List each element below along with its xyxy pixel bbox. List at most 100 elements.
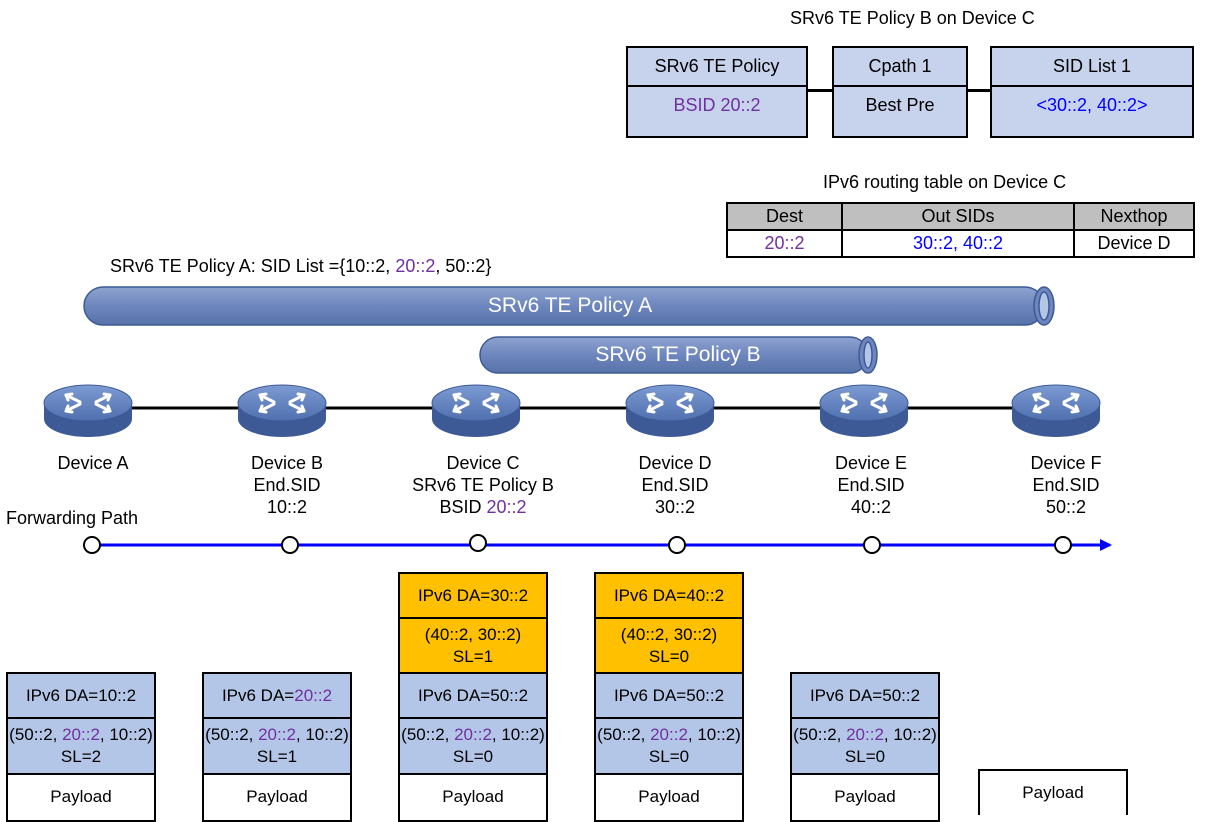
sid-list: (50::2, 20::2, 10::2) <box>596 724 742 746</box>
sid-part: , 10::2) <box>687 725 741 744</box>
device-c-label: Device C SRv6 TE Policy B BSID 20::2 <box>393 452 573 518</box>
packet-b-to-c: IPv6 DA=20::2 (50::2, 20::2, 10::2) SL=1… <box>202 672 352 822</box>
payload: Payload <box>8 775 154 820</box>
sidlist-box-header: SID List 1 <box>992 48 1192 87</box>
da-prefix: IPv6 DA= <box>417 686 491 705</box>
policy-b-tunnel-label: SRv6 TE Policy B <box>595 343 761 366</box>
outer-srh: (40::2, 30::2) SL=1 <box>400 619 546 675</box>
da-value: 10::2 <box>98 686 137 705</box>
sid-list: (50::2, 20::2, 10::2) <box>204 724 350 746</box>
policy-b-panel-title: SRv6 TE Policy B on Device C <box>790 8 1035 28</box>
sid-part: , 10::2) <box>883 725 937 744</box>
packet-srh: (50::2, 20::2, 10::2) SL=0 <box>596 719 742 775</box>
path-node-b <box>281 536 299 554</box>
policy-b-sidlist-box: SID List 1 <30::2, 40::2> <box>990 46 1194 138</box>
outer-sl: SL=0 <box>648 647 690 666</box>
device-f-name: Device F <box>1030 453 1102 473</box>
routing-table-dest: 20::2 <box>726 229 843 258</box>
device-d-sid: 30::2 <box>654 497 696 517</box>
segments-left: SL=0 <box>452 747 494 766</box>
da-prefix: IPv6 DA= <box>221 686 295 705</box>
routing-table-header-row: Dest Out SIDs Nexthop <box>726 202 1195 231</box>
device-c-role: SRv6 TE Policy B <box>412 475 554 495</box>
outer-sid-list: (40::2, 30::2) <box>424 625 522 644</box>
packet-da: IPv6 DA=50::2 <box>792 674 938 719</box>
device-c-router-icon <box>430 383 522 439</box>
payload: Payload <box>596 775 742 820</box>
routing-table-nexthop: Device D <box>1073 229 1195 258</box>
policy-box-header: SRv6 TE Policy <box>628 48 806 87</box>
segments-left: SL=2 <box>60 747 102 766</box>
packet-c-to-d-inner: IPv6 DA=50::2 (50::2, 20::2, 10::2) SL=0… <box>398 672 548 822</box>
device-d-router-icon <box>624 383 716 439</box>
cpath-box-preference: Best Pre <box>865 95 935 115</box>
sid-list: (50::2, 20::2, 10::2) <box>792 724 938 746</box>
sid-bsid: 20::2 <box>62 725 100 744</box>
da-prefix: IPv6 DA= <box>809 686 883 705</box>
device-c-bsid-prefix: BSID <box>439 497 487 517</box>
device-f-sid: 50::2 <box>1045 497 1087 517</box>
sid-part: (50::2, <box>401 725 455 744</box>
caption-suffix: , 50::2} <box>435 256 492 276</box>
policy-b-cpath-box: Cpath 1 Best Pre <box>832 46 968 138</box>
packet-at-f: Payload <box>978 769 1128 816</box>
sid-bsid: 20::2 <box>846 725 884 744</box>
payload: Payload <box>980 771 1126 816</box>
outer-sid-list: (40::2, 30::2) <box>620 625 718 644</box>
routing-table-row: 20::2 30::2, 40::2 Device D <box>726 229 1195 258</box>
packet-d-to-e-inner: IPv6 DA=50::2 (50::2, 20::2, 10::2) SL=0… <box>594 672 744 822</box>
outer-da: IPv6 DA=40::2 <box>596 574 742 619</box>
segments-left: SL=0 <box>648 747 690 766</box>
packet-da: IPv6 DA=50::2 <box>596 674 742 719</box>
da-value: 50::2 <box>686 686 725 705</box>
device-f-role: End.SID <box>1032 475 1100 495</box>
routing-table-title: IPv6 routing table on Device C <box>823 172 1067 192</box>
forwarding-path-label: Forwarding Path <box>6 508 139 528</box>
da-value: 50::2 <box>882 686 921 705</box>
device-e-role: End.SID <box>837 475 905 495</box>
outer-header-c-to-d: IPv6 DA=30::2 (40::2, 30::2) SL=1 <box>398 572 548 675</box>
path-node-c <box>469 534 487 552</box>
packet-srh: (50::2, 20::2, 10::2) SL=1 <box>204 719 350 775</box>
device-e-name: Device E <box>834 453 908 473</box>
sidlist-box-value: <30::2, 40::2> <box>1036 95 1148 115</box>
packet-da: IPv6 DA=20::2 <box>204 674 350 719</box>
cpath-to-sidlist-link <box>968 89 990 92</box>
segments-left: SL=0 <box>844 747 886 766</box>
packet-e-to-f: IPv6 DA=50::2 (50::2, 20::2, 10::2) SL=0… <box>790 672 940 822</box>
path-node-a <box>83 536 101 554</box>
cpath-box-header: Cpath 1 <box>834 48 966 87</box>
device-e-router-icon <box>818 383 910 439</box>
segments-left: SL=1 <box>256 747 298 766</box>
path-node-e <box>863 536 881 554</box>
sid-part: , 10::2) <box>99 725 153 744</box>
outer-da: IPv6 DA=30::2 <box>400 574 546 619</box>
caption-prefix: SRv6 TE Policy A: SID List ={10::2, <box>110 256 396 276</box>
device-a-router-icon <box>42 383 134 439</box>
device-d-label: Device D End.SID 30::2 <box>585 452 765 518</box>
sid-part: (50::2, <box>597 725 651 744</box>
device-b-label: Device B End.SID 10::2 <box>197 452 377 518</box>
caption-bsid: 20::2 <box>395 256 436 276</box>
routing-table-col-dest: Dest <box>726 202 843 231</box>
routing-table-col-nexthop: Nexthop <box>1073 202 1195 231</box>
packet-a-to-b: IPv6 DA=10::2 (50::2, 20::2, 10::2) SL=2… <box>6 672 156 822</box>
policy-to-cpath-link <box>808 89 832 92</box>
device-f-router-icon <box>1010 383 1102 439</box>
sid-part: (50::2, <box>9 725 63 744</box>
device-b-router-icon <box>236 383 328 439</box>
policy-a-tunnel <box>83 286 1055 326</box>
device-d-role: End.SID <box>641 475 709 495</box>
da-value: 20::2 <box>294 686 333 705</box>
packet-da: IPv6 DA=50::2 <box>400 674 546 719</box>
device-b-name: Device B <box>250 453 324 473</box>
da-value: 50::2 <box>490 686 529 705</box>
device-d-name: Device D <box>638 453 712 473</box>
device-c-bsid-value: 20::2 <box>486 497 527 517</box>
policy-b-tunnel <box>479 336 878 374</box>
device-b-role: End.SID <box>253 475 321 495</box>
outer-srh: (40::2, 30::2) SL=0 <box>596 619 742 675</box>
outer-header-d-to-e: IPv6 DA=40::2 (40::2, 30::2) SL=0 <box>594 572 744 675</box>
packet-da: IPv6 DA=10::2 <box>8 674 154 719</box>
